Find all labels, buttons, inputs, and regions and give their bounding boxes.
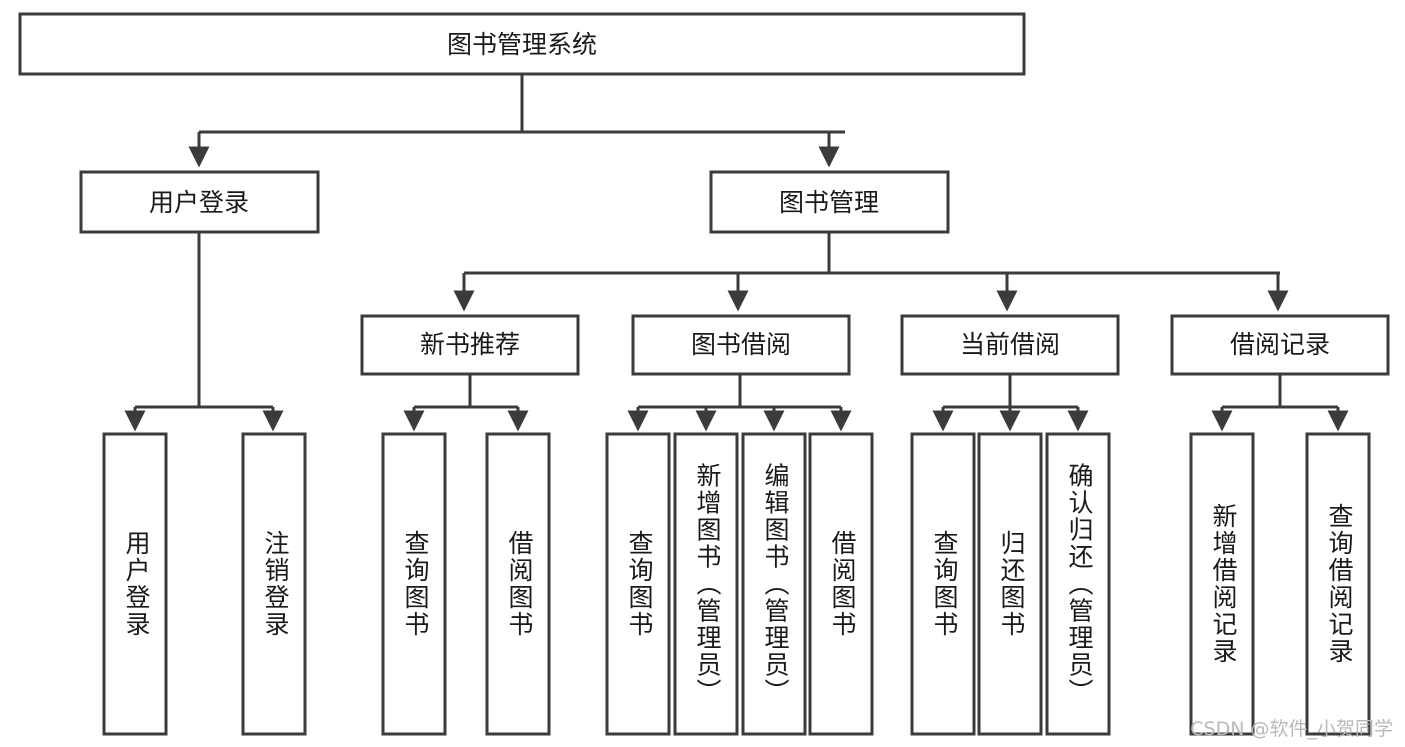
node-root-box[interactable] bbox=[18, 12, 1026, 76]
leaf-box-edit-book[interactable] bbox=[741, 432, 807, 736]
node-new-book-recommend-label: 新书推荐 bbox=[420, 330, 520, 359]
node-current-borrow[interactable]: 当前借阅 bbox=[900, 314, 1120, 376]
leaf-label-query-book-1: 查询图书 bbox=[401, 530, 430, 638]
node-user-login-label: 用户登录 bbox=[149, 188, 249, 217]
node-borrow-records[interactable]: 借阅记录 bbox=[1170, 314, 1390, 376]
node-root[interactable]: 图书管理系统 bbox=[18, 12, 1026, 76]
connector-group-new-book-recommend bbox=[403, 374, 529, 432]
leaf-box-borrow-book-1[interactable] bbox=[485, 432, 551, 736]
leaf-label-borrow-book-2: 借阅图书 bbox=[828, 530, 857, 638]
connector-group-book-borrow bbox=[627, 374, 852, 432]
node-book-management[interactable]: 图书管理 bbox=[709, 170, 950, 234]
connector-group-root bbox=[188, 74, 845, 168]
leaf-box-borrow-book-2[interactable] bbox=[808, 432, 874, 736]
node-new-book-recommend-box[interactable] bbox=[360, 314, 580, 376]
leaf-box-add-record[interactable] bbox=[1189, 432, 1255, 736]
leaf-label-add-record: 新增借阅记录 bbox=[1209, 503, 1238, 665]
leaf-labels: 用户登录 注销登录 查询图书 借阅图书 查询图书 新增图书（管理员） 编辑图书（… bbox=[122, 463, 1354, 706]
leaf-box-logout[interactable] bbox=[241, 432, 307, 736]
node-new-book-recommend[interactable]: 新书推荐 bbox=[360, 314, 580, 376]
leaf-label-borrow-book-1: 借阅图书 bbox=[505, 530, 534, 638]
node-user-login-box[interactable] bbox=[79, 170, 320, 234]
node-book-borrow-box[interactable] bbox=[631, 314, 851, 376]
leaf-box-query-record[interactable] bbox=[1305, 432, 1371, 736]
connector-group-user-login bbox=[124, 232, 284, 432]
connector-group-current-borrow bbox=[932, 374, 1089, 432]
connector-group-book-management bbox=[453, 232, 1289, 312]
connector-group-borrow-records bbox=[1211, 374, 1349, 432]
leaf-label-query-record: 查询借阅记录 bbox=[1325, 503, 1354, 665]
node-borrow-records-label: 借阅记录 bbox=[1230, 330, 1330, 359]
leaf-box-user-login[interactable] bbox=[102, 432, 168, 736]
node-current-borrow-label: 当前借阅 bbox=[960, 330, 1060, 359]
leaf-box-query-book-3[interactable] bbox=[910, 432, 976, 736]
leaf-boxes bbox=[102, 432, 1371, 736]
node-borrow-records-box[interactable] bbox=[1170, 314, 1390, 376]
leaf-box-return-book[interactable] bbox=[977, 432, 1043, 736]
node-current-borrow-box[interactable] bbox=[900, 314, 1120, 376]
node-book-management-label: 图书管理 bbox=[779, 188, 879, 217]
leaf-box-query-book-2[interactable] bbox=[605, 432, 671, 736]
leaf-label-add-book: 新增图书（管理员） bbox=[693, 463, 722, 706]
leaf-box-add-book[interactable] bbox=[673, 432, 739, 736]
leaf-label-query-book-3: 查询图书 bbox=[930, 530, 959, 638]
node-user-login[interactable]: 用户登录 bbox=[79, 170, 320, 234]
node-book-management-box[interactable] bbox=[709, 170, 950, 234]
leaf-label-logout: 注销登录 bbox=[261, 530, 290, 638]
node-book-borrow-label: 图书借阅 bbox=[691, 330, 791, 359]
leaf-label-user-login: 用户登录 bbox=[122, 530, 151, 638]
leaf-box-query-book-1[interactable] bbox=[381, 432, 447, 736]
leaf-box-confirm-return[interactable] bbox=[1045, 432, 1111, 736]
node-root-label: 图书管理系统 bbox=[447, 30, 597, 59]
leaf-label-edit-book: 编辑图书（管理员） bbox=[761, 463, 790, 706]
leaf-label-confirm-return: 确认归还（管理员） bbox=[1065, 463, 1094, 706]
leaf-label-query-book-2: 查询图书 bbox=[625, 530, 654, 638]
node-book-borrow[interactable]: 图书借阅 bbox=[631, 314, 851, 376]
leaf-label-return-book: 归还图书 bbox=[997, 530, 1026, 638]
